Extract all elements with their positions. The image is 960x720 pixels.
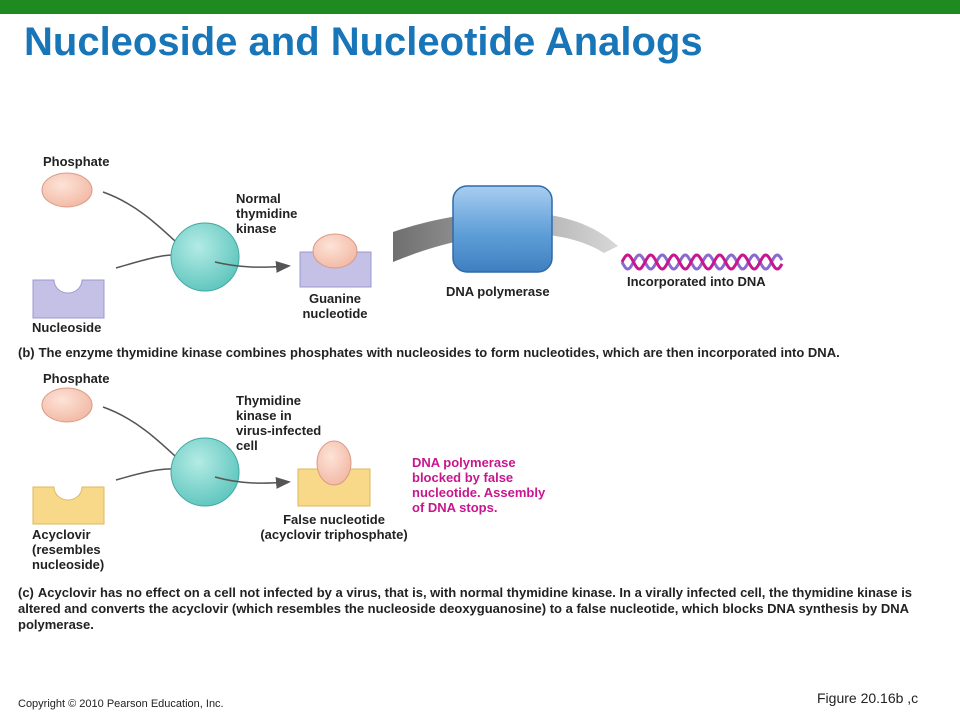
phosphate-shape-b (41, 172, 93, 208)
copyright-notice: Copyright © 2010 Pearson Education, Inc. (18, 698, 224, 710)
guanine-nucleotide-label: Guanine nucleotide (302, 291, 368, 321)
product-arrow-b (214, 260, 291, 273)
kinase-enzyme-b (170, 222, 240, 292)
product-arrow-c (214, 476, 291, 489)
caption-c: (c)Acyclovir has no effect on a cell not… (18, 585, 948, 633)
figure-reference: Figure 20.16b ,c (817, 690, 919, 706)
phosphate-label-c: Phosphate (43, 371, 110, 386)
slide-title: Nucleoside and Nucleotide Analogs (24, 20, 703, 64)
phosphate-shape-c (41, 387, 93, 423)
dna-helix (620, 253, 784, 271)
top-accent-bar (0, 0, 960, 14)
phosphate-label-b: Phosphate (43, 154, 110, 169)
caption-b: (b)The enzyme thymidine kinase combines … (18, 345, 948, 361)
acyclovir-shape (32, 486, 105, 525)
normal-kinase-label: Normal thymidine kinase (236, 191, 298, 236)
false-nucleotide-phosphate (316, 440, 352, 486)
panel-b-diagram (32, 172, 784, 319)
false-nucleotide-label: False nucleotide (acyclovir triphosphate… (260, 512, 408, 542)
nucleoside-label: Nucleoside (32, 320, 102, 335)
dna-strand-b (620, 253, 784, 271)
panel-c-diagram (32, 387, 371, 525)
caption-c-tag: (c) (18, 585, 34, 600)
dna-polymerase-label: DNA polymerase (446, 284, 550, 299)
acyclovir-label: Acyclovir (resembles nucleoside) (32, 527, 105, 572)
nucleoside-shape (32, 279, 105, 319)
caption-b-text: The enzyme thymidine kinase combines pho… (38, 345, 840, 360)
infected-kinase-label: Thymidine kinase in virus-infected cell (236, 393, 322, 453)
kinase-enzyme-c (170, 437, 240, 507)
caption-c-text: Acyclovir has no effect on a cell not in… (18, 585, 913, 632)
guanine-nucleotide-phosphate (312, 233, 358, 269)
dna-polymerase-shape (452, 185, 553, 273)
caption-b-tag: (b) (18, 345, 35, 360)
incorporated-into-dna-label: Incorporated into DNA (627, 274, 766, 289)
polymerase-sweep-arrow (393, 211, 618, 262)
polymerase-blocked-label: DNA polymerase blocked by false nucleoti… (412, 455, 546, 515)
